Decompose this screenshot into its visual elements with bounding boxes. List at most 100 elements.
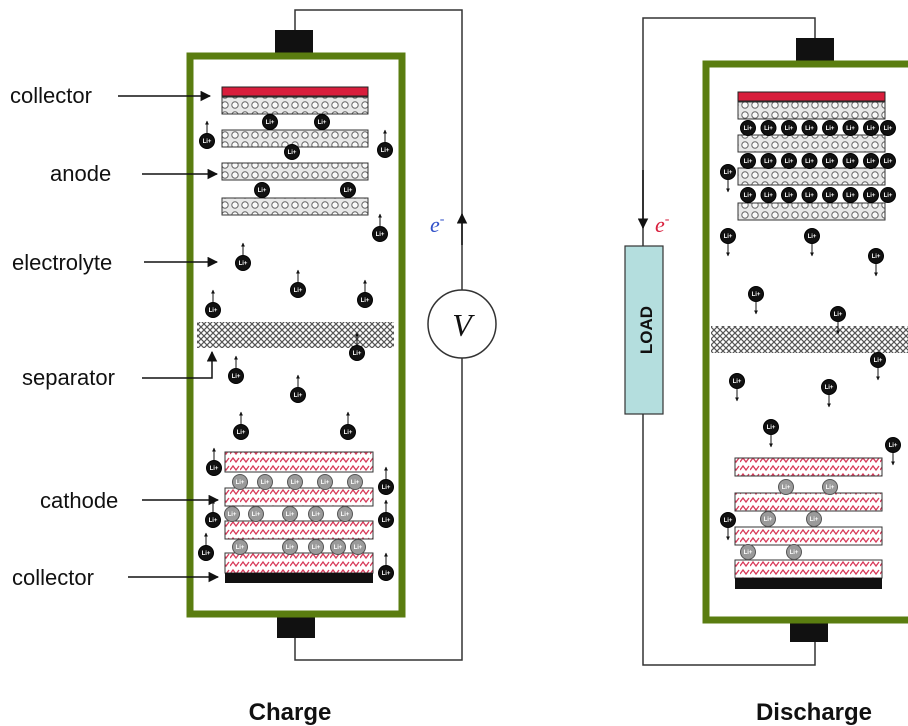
svg-text:Li+: Li+	[744, 126, 753, 132]
li-ion-icon: Li+	[314, 114, 330, 130]
svg-text:Li+: Li+	[312, 545, 321, 551]
li-ion-icon: Li+	[290, 374, 306, 403]
li-ion-icon: Li+	[740, 187, 756, 203]
svg-text:Li+: Li+	[724, 518, 733, 524]
li-ion-icon: Li+	[372, 213, 388, 242]
li-ion-icon: Li+	[205, 289, 221, 318]
li-ion-icon: Li+	[822, 153, 838, 169]
svg-text:Li+: Li+	[867, 159, 876, 165]
label-collector-top: collector	[10, 83, 92, 108]
svg-text:Li+: Li+	[764, 517, 773, 523]
svg-text:Li+: Li+	[288, 150, 297, 156]
li-ion-icon: Li+	[199, 120, 215, 149]
label-cathode: cathode	[40, 488, 118, 513]
svg-text:Li+: Li+	[733, 379, 742, 385]
svg-text:Li+: Li+	[785, 126, 794, 132]
svg-text:Li+: Li+	[724, 234, 733, 240]
svg-text:Li+: Li+	[376, 232, 385, 238]
li-ion-icon: Li+	[232, 474, 248, 490]
charge-anode-collector	[221, 86, 369, 97]
charge-electron-label: e-	[430, 212, 445, 237]
li-ion-icon: Li+	[804, 228, 820, 257]
li-ion-icon: Li+	[806, 511, 822, 527]
li-ion-icon: Li+	[740, 120, 756, 136]
li-ion-icon: Li+	[801, 120, 818, 136]
svg-text:Li+: Li+	[752, 292, 761, 298]
svg-text:Li+: Li+	[826, 159, 835, 165]
li-ion-icon: Li+	[337, 506, 353, 522]
label-anode: anode	[50, 161, 111, 186]
li-ion-icon: Li+	[748, 286, 764, 315]
svg-text:Li+: Li+	[291, 480, 300, 486]
svg-text:Li+: Li+	[210, 466, 219, 472]
svg-text:Li+: Li+	[334, 545, 343, 551]
li-ion-icon: Li+	[257, 474, 273, 490]
voltmeter-label: V	[452, 307, 475, 343]
load-label: LOAD	[637, 306, 656, 354]
li-ion-icon: Li+	[778, 479, 794, 495]
li-ion-icon: Li+	[248, 506, 264, 522]
svg-text:Li+: Li+	[353, 351, 362, 357]
svg-text:Li+: Li+	[764, 159, 773, 165]
svg-text:Li+: Li+	[846, 126, 855, 132]
lithium-ions: Li+ Li+ Li+ Li+ Li+ Li+ Li+ Li+ Li+ Li+ Li+ Li+ Li+ L…	[198, 114, 901, 581]
svg-text:Li+: Li+	[785, 159, 794, 165]
svg-text:Li+: Li+	[884, 193, 893, 199]
li-ion-icon: Li+	[198, 532, 214, 561]
svg-text:Li+: Li+	[744, 159, 753, 165]
li-ion-icon: Li+	[801, 187, 818, 203]
label-separator: separator	[22, 365, 115, 390]
li-ion-icon: Li+	[863, 120, 879, 136]
svg-text:Li+: Li+	[826, 126, 835, 132]
li-ion-icon: Li+	[317, 474, 333, 490]
li-ion-icon: Li+	[350, 539, 366, 555]
li-ion-icon: Li+	[378, 499, 394, 528]
svg-text:Li+: Li+	[884, 159, 893, 165]
li-ion-icon: Li+	[235, 242, 251, 271]
discharge-electron-label: e-	[655, 212, 670, 237]
svg-text:Li+: Li+	[318, 120, 327, 126]
svg-text:Li+: Li+	[744, 550, 753, 556]
svg-text:Li+: Li+	[286, 545, 295, 551]
li-ion-icon: Li+	[781, 153, 797, 169]
li-ion-icon: Li+	[378, 552, 394, 581]
discharge-separator	[711, 326, 908, 353]
discharge-cathode-collector	[735, 578, 882, 589]
svg-text:Li+: Li+	[341, 512, 350, 518]
li-ion-icon: Li+	[720, 164, 736, 193]
li-ion-icon: Li+	[781, 120, 797, 136]
svg-text:Li+: Li+	[867, 193, 876, 199]
label-collector-bottom: collector	[12, 565, 94, 590]
svg-text:Li+: Li+	[825, 385, 834, 391]
li-ion-icon: Li+	[830, 306, 846, 335]
svg-text:Li+: Li+	[826, 485, 835, 491]
li-ion-icon: Li+	[880, 120, 896, 136]
svg-text:Li+: Li+	[764, 126, 773, 132]
svg-text:Li+: Li+	[312, 512, 321, 518]
label-electrolyte: electrolyte	[12, 250, 112, 275]
li-ion-icon: Li+	[880, 187, 896, 203]
charge-wire-bottom	[294, 358, 463, 661]
li-ion-icon: Li+	[228, 355, 244, 384]
svg-text:Li+: Li+	[258, 188, 267, 194]
svg-text:Li+: Li+	[228, 512, 237, 518]
li-ion-icon: Li+	[842, 153, 859, 169]
svg-text:Li+: Li+	[724, 170, 733, 176]
svg-text:Li+: Li+	[764, 193, 773, 199]
li-ion-icon: Li+	[262, 114, 278, 130]
svg-text:Li+: Li+	[354, 545, 363, 551]
svg-text:Li+: Li+	[767, 425, 776, 431]
li-ion-icon: Li+	[801, 153, 818, 169]
li-ion-icon: Li+	[284, 144, 300, 160]
svg-text:Li+: Li+	[744, 193, 753, 199]
li-ion-icon: Li+	[224, 506, 240, 522]
svg-text:Li+: Li+	[203, 139, 212, 145]
svg-text:Li+: Li+	[261, 480, 270, 486]
svg-text:Li+: Li+	[826, 193, 835, 199]
li-ion-icon: Li+	[206, 447, 222, 476]
svg-text:Li+: Li+	[202, 551, 211, 557]
li-ion-icon: Li+	[822, 479, 838, 495]
li-ion-icon: Li+	[763, 419, 779, 448]
li-ion-icon: Li+	[870, 352, 886, 381]
